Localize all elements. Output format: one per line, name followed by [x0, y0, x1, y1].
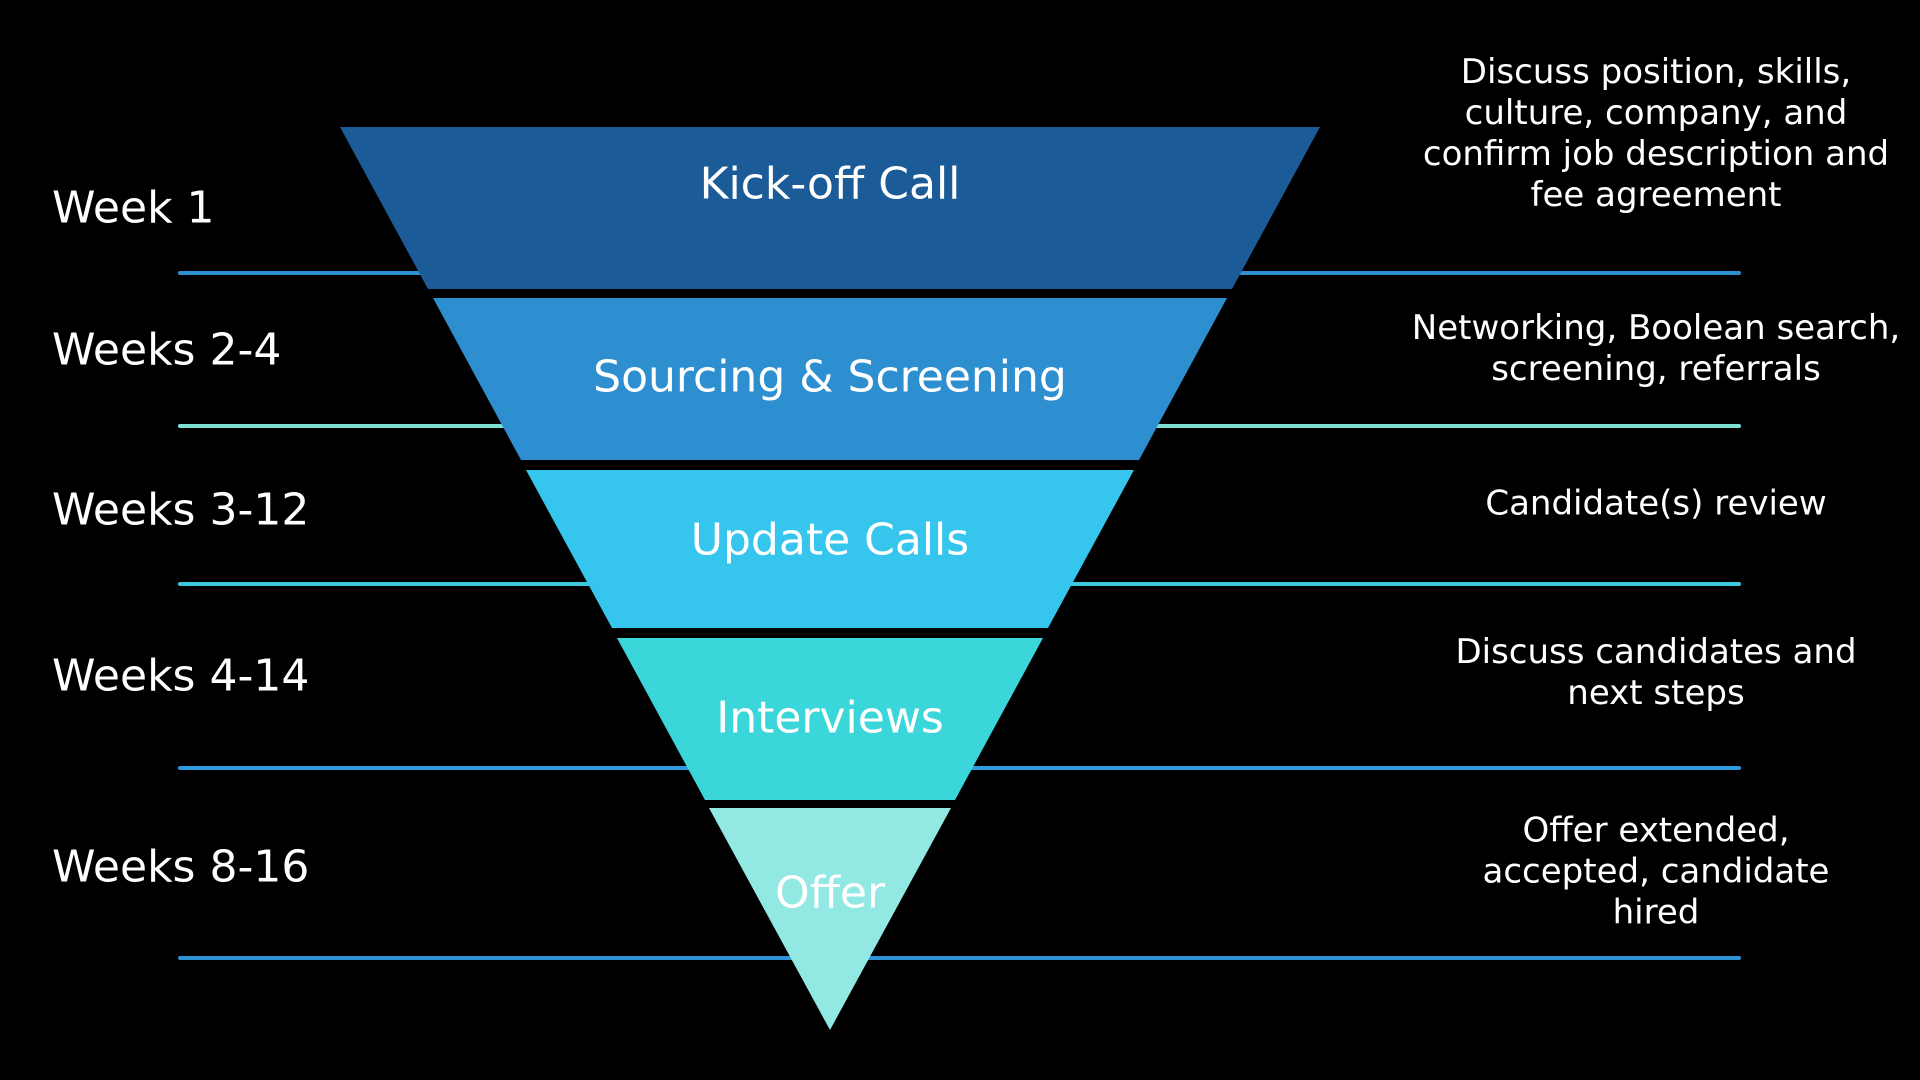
timeline-label-weeks-4-14: Weeks 4-14 — [52, 650, 310, 702]
funnel-stage-sourcing-screening: Sourcing & Screening — [433, 298, 1227, 460]
funnel-stage-update-calls: Update Calls — [526, 470, 1134, 628]
funnel-stage-label: Interviews — [716, 692, 944, 744]
stage-description-sourcing-screening: Networking, Boolean search, screening, r… — [1411, 308, 1901, 389]
timeline-label-weeks-8-16: Weeks 8-16 — [52, 841, 310, 893]
stage-description-update-calls: Candidate(s) review — [1485, 483, 1827, 524]
stage-description-offer: Offer extended, accepted, candidate hire… — [1482, 810, 1830, 933]
funnel-stage-interviews: Interviews — [617, 638, 1043, 800]
funnel-stage-kickoff-call: Kick-off Call — [340, 127, 1320, 289]
funnel-stage-label: Sourcing & Screening — [593, 351, 1067, 403]
funnel-stage-label: Offer — [774, 867, 886, 919]
timeline-label-weeks-2-4: Weeks 2-4 — [52, 324, 282, 376]
separator-line-5 — [178, 956, 1741, 960]
funnel-stage-label: Kick-off Call — [699, 158, 961, 210]
timeline-label-week-1: Week 1 — [52, 182, 215, 234]
funnel-stage-offer: Offer — [709, 808, 951, 1030]
funnel-stage-label: Update Calls — [690, 514, 970, 566]
stage-description-kickoff-call: Discuss position, skills, culture, compa… — [1422, 52, 1890, 215]
stage-description-interviews: Discuss candidates and next steps — [1455, 632, 1857, 713]
timeline-label-weeks-3-12: Weeks 3-12 — [52, 484, 310, 536]
